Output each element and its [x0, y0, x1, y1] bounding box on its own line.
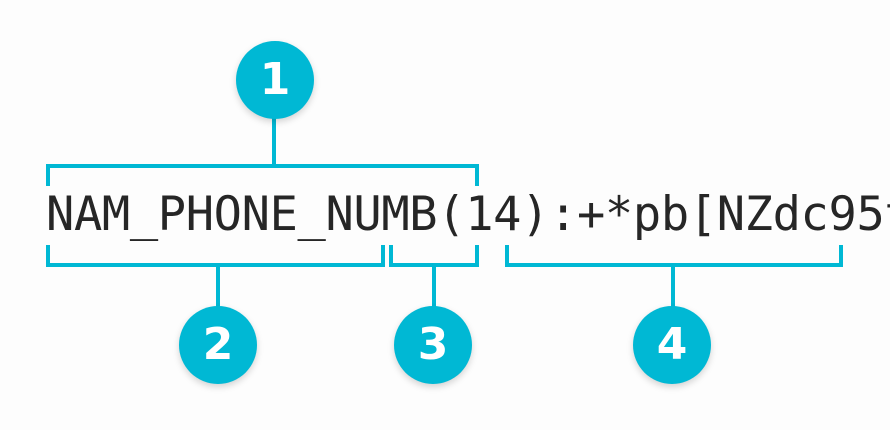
- connector-stem-3: [432, 263, 436, 311]
- code-string: NAM_PHONE_NUMB(14):+*pb[NZdc95tLB: [46, 187, 890, 242]
- marker-label-4: 4: [656, 318, 688, 370]
- connector-stem-2: [216, 263, 220, 311]
- bracket-segment-1: [46, 164, 479, 186]
- marker-circle-4[interactable]: 4: [633, 306, 711, 384]
- marker-label-2: 2: [202, 318, 234, 370]
- marker-circle-1[interactable]: 1: [236, 41, 314, 119]
- marker-circle-3[interactable]: 3: [394, 306, 472, 384]
- marker-label-3: 3: [417, 318, 449, 370]
- connector-stem-1: [272, 112, 276, 166]
- bracket-segment-2: [46, 245, 385, 267]
- marker-label-1: 1: [259, 53, 291, 105]
- marker-circle-2[interactable]: 2: [179, 306, 257, 384]
- connector-stem-4: [671, 263, 675, 311]
